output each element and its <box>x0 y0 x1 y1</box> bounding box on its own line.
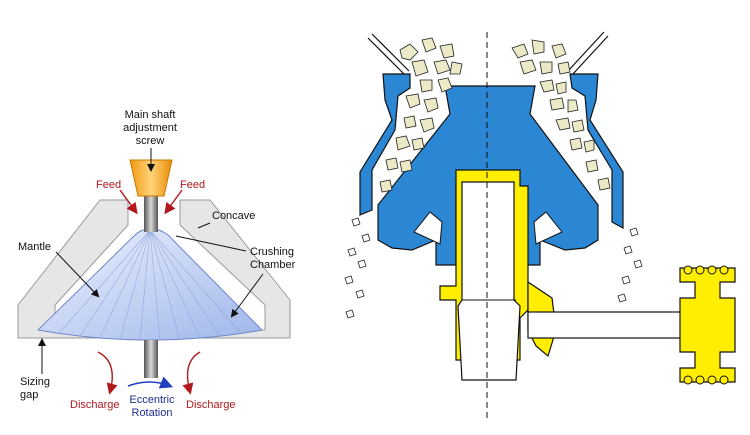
label-crushing-chamber-line1: Crushing <box>250 246 294 258</box>
label-feed-right: Feed <box>180 179 205 191</box>
inner-shaft <box>457 181 521 381</box>
main-shaft-lower <box>144 340 158 378</box>
pointer-concave <box>197 222 211 229</box>
feed-guide-left-2 <box>371 33 410 72</box>
pointer-crushing-chamber <box>230 273 264 318</box>
right-cone-crusher-cutaway <box>344 31 736 420</box>
discharge-arrow-left <box>97 351 118 395</box>
bowl-liner-left <box>359 73 411 216</box>
head-cutout-right <box>533 211 563 245</box>
feed-arrow-right <box>164 189 183 215</box>
pulley-teeth <box>683 265 729 385</box>
label-sizing-gap-line2: gap <box>20 389 38 401</box>
label-main-shaft-line3: screw <box>136 135 165 147</box>
head-cutout-left <box>413 211 443 245</box>
pointer-crushing-chamber-top <box>175 235 247 252</box>
label-eccentric-line1: Eccentric <box>129 394 175 406</box>
discharge-arrow-right <box>182 351 201 395</box>
label-mantle: Mantle <box>18 241 51 253</box>
crushed-rock-particles <box>379 37 611 193</box>
label-main-shaft-line2: adjustment <box>123 122 177 134</box>
left-cone-crusher-diagram: Main shaft adjustment screw Feed Feed Co… <box>17 109 296 419</box>
bowl-liner-right <box>569 73 624 230</box>
label-discharge-right: Discharge <box>186 399 236 411</box>
drive-pulley <box>679 267 736 383</box>
countershaft <box>527 311 689 339</box>
eccentric-rotation-arrow <box>127 376 173 389</box>
main-shaft-upper <box>144 192 158 232</box>
pointer-mantle <box>55 251 100 298</box>
mantle-lines <box>59 229 241 341</box>
label-sizing-gap-line1: Sizing <box>20 376 50 388</box>
discharge-particles <box>344 217 643 319</box>
label-crushing-chamber-line2: Chamber <box>250 259 296 271</box>
label-main-shaft-line1: Main shaft <box>125 109 176 121</box>
label-discharge-left: Discharge <box>70 399 120 411</box>
label-eccentric-line2: Rotation <box>132 407 173 419</box>
feed-guide-right <box>571 35 609 76</box>
feed-guide-right-2 <box>567 31 605 72</box>
feed-guide-left <box>367 37 406 76</box>
label-concave: Concave <box>212 210 255 222</box>
feed-arrow-left <box>119 189 138 215</box>
label-feed-left: Feed <box>96 179 121 191</box>
adjustment-screw <box>129 159 173 197</box>
